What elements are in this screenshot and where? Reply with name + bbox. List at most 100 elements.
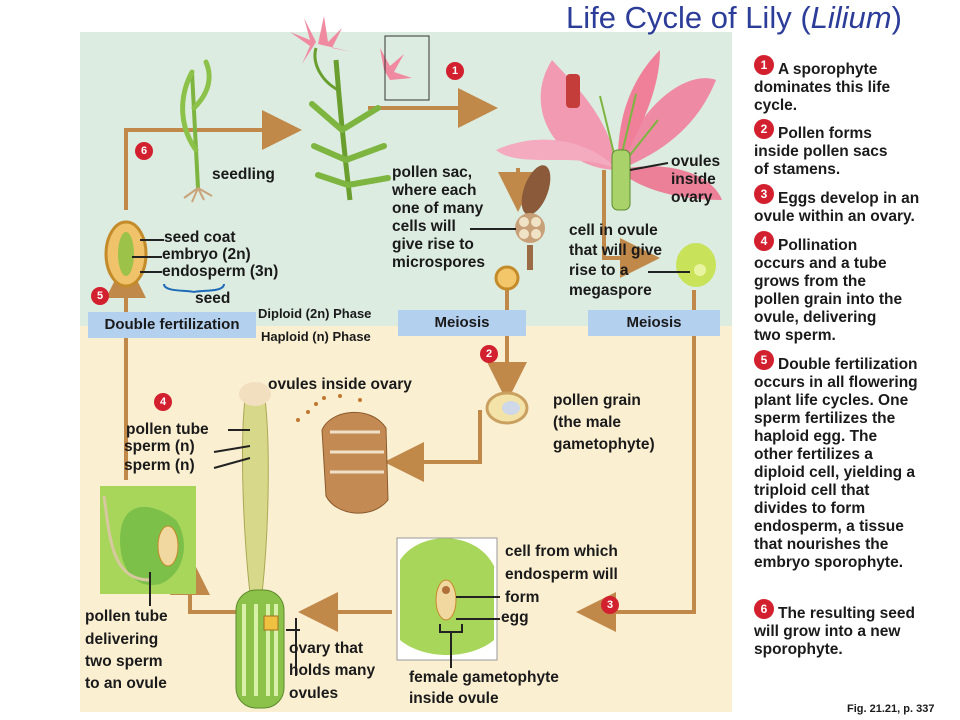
label-pollen-sac-6: microspores bbox=[392, 254, 486, 271]
label-sperm-2: sperm (n) bbox=[124, 457, 195, 474]
step-6-line-3: sporophyte. bbox=[754, 641, 843, 658]
step-1-line-3: cycle. bbox=[754, 97, 798, 114]
step-5-line-5: haploid egg. The bbox=[754, 428, 878, 445]
step-1-line-1: A sporophyte bbox=[778, 61, 878, 78]
ovary-section-illustration bbox=[296, 394, 389, 514]
badge-1: 1 bbox=[446, 62, 464, 80]
label-cell-ovule-1: cell in ovule bbox=[569, 222, 658, 239]
haploid-phase-label: Haploid (n) Phase bbox=[261, 329, 371, 344]
label-sperm-1: sperm (n) bbox=[124, 438, 195, 455]
arrow-pollen-to-pistil bbox=[384, 410, 482, 482]
step-5-line-7: diploid cell, yielding a bbox=[754, 464, 916, 481]
label-pollen-grain-1: pollen grain bbox=[553, 392, 641, 409]
step-5-badge: 5 bbox=[754, 350, 774, 370]
step-4-badge: 4 bbox=[754, 231, 774, 251]
step-4-line-5: ovule, delivering bbox=[754, 309, 877, 326]
badge-2: 2 bbox=[480, 345, 498, 363]
label-tube-delivering-3: two sperm bbox=[85, 653, 163, 670]
arrow-seedling-to-plant bbox=[124, 110, 302, 210]
label-ovules-2: inside bbox=[671, 171, 716, 188]
step-5-line-12: embryo sporophyte. bbox=[754, 554, 903, 571]
step-5-line-9: divides to form bbox=[754, 500, 866, 517]
label-pollen-tube: pollen tube bbox=[126, 421, 209, 438]
arrow-flower-to-ovule bbox=[602, 170, 660, 278]
label-tube-delivering-2: delivering bbox=[85, 631, 159, 648]
step-5-line-6: other fertilizes a bbox=[754, 446, 873, 463]
step-2-badge: 2 bbox=[754, 119, 774, 139]
page-title: Life Cycle of Lily (Lilium) bbox=[566, 0, 902, 35]
step-3-badge: 3 bbox=[754, 184, 774, 204]
arrow-ovule-down bbox=[576, 290, 696, 632]
step-6-line-2: will grow into a new bbox=[754, 623, 901, 640]
lily-flower-illustration bbox=[496, 50, 722, 211]
lily-plant-illustration bbox=[290, 16, 430, 201]
step-4-line-1: Pollination bbox=[778, 237, 858, 254]
label-tube-delivering-1: pollen tube bbox=[85, 608, 168, 625]
label-pollen-sac-3: one of many bbox=[392, 200, 484, 217]
label-pollen-grain-3: gametophyte) bbox=[553, 436, 655, 453]
fertilization-ovule-illustration bbox=[100, 486, 196, 606]
label-cell-ovule-3: rise to a bbox=[569, 262, 629, 279]
stamen-illustration bbox=[470, 165, 551, 291]
label-cell-ovule-4: megaspore bbox=[569, 282, 652, 299]
figure-reference: Fig. 21.21, p. 337 bbox=[847, 703, 935, 715]
female-gametophyte-illustration bbox=[396, 537, 500, 668]
arrow-ovary-to-fertilization bbox=[170, 555, 238, 614]
step-2-text: 2 Pollen forms inside pollen sacs of sta… bbox=[754, 119, 954, 179]
pistil-illustration bbox=[213, 382, 271, 595]
label-embryo: embryo (2n) bbox=[162, 246, 251, 263]
seedling-illustration bbox=[180, 59, 213, 203]
label-pollen-sac-4: cells will bbox=[392, 218, 456, 235]
step-2-line-3: of stamens. bbox=[754, 161, 841, 178]
label-seedling: seedling bbox=[212, 166, 275, 183]
label-cell-endosperm-1: cell from which bbox=[505, 543, 618, 560]
step-5-text: 5 Double fertilization occurs in all flo… bbox=[754, 350, 954, 572]
step-4-text: 4 Pollination occurs and a tube grows fr… bbox=[754, 231, 954, 345]
step-2-line-1: Pollen forms bbox=[778, 125, 872, 142]
step-1-line-2: dominates this life bbox=[754, 79, 891, 96]
step-4-line-6: two sperm. bbox=[754, 327, 836, 344]
label-pollen-grain-2: (the male bbox=[553, 414, 622, 431]
label-ovules-1: ovules bbox=[671, 153, 721, 170]
ovule-illustration bbox=[648, 243, 716, 287]
pollen-grain-illustration bbox=[485, 391, 529, 425]
label-ovary-holds-3: ovules bbox=[289, 685, 339, 702]
step-3-text: 3 Eggs develop in an ovule within an ova… bbox=[754, 184, 954, 226]
diploid-phase-label: Diploid (2n) Phase bbox=[258, 306, 372, 321]
label-cell-endosperm-2: endosperm will bbox=[505, 566, 618, 583]
label-ovules-inside-ovary: ovules inside ovary bbox=[268, 376, 412, 393]
step-5-line-10: endosperm, a tissue bbox=[754, 518, 904, 535]
badge-5: 5 bbox=[91, 287, 109, 305]
label-ovary-holds-2: holds many bbox=[289, 662, 376, 679]
ovary-many-ovules-illustration bbox=[235, 589, 300, 709]
step-4-line-2: occurs and a tube bbox=[754, 255, 887, 272]
label-pollen-sac-1: pollen sac, bbox=[392, 164, 473, 181]
label-ovary-holds-1: ovary that bbox=[289, 640, 364, 657]
step-3-line-2: ovule within an ovary. bbox=[754, 208, 915, 225]
step-5-line-11: that nourishes the bbox=[754, 536, 889, 553]
double-fertilization-box: Double fertilization bbox=[88, 312, 256, 338]
label-seed-coat: seed coat bbox=[164, 229, 236, 246]
step-5-line-3: plant life cycles. One bbox=[754, 392, 909, 409]
label-pollen-sac-2: where each bbox=[392, 182, 477, 199]
meiosis-box-left: Meiosis bbox=[398, 310, 526, 336]
label-female-gametophyte-1: female gametophyte bbox=[409, 669, 559, 686]
step-5-line-2: occurs in all flowering bbox=[754, 374, 918, 391]
step-1-badge: 1 bbox=[754, 55, 774, 75]
label-cell-ovule-2: that will give bbox=[569, 242, 663, 259]
label-ovules-3: ovary bbox=[671, 189, 713, 206]
meiosis-box-right: Meiosis bbox=[588, 310, 720, 336]
label-endosperm: endosperm (3n) bbox=[162, 263, 279, 280]
step-3-line-1: Eggs develop in an bbox=[778, 190, 920, 207]
seed-illustration bbox=[104, 220, 225, 293]
step-2-line-2: inside pollen sacs bbox=[754, 143, 888, 160]
step-6-line-1: The resulting seed bbox=[778, 605, 915, 622]
label-female-gametophyte-2: inside ovule bbox=[409, 690, 499, 707]
step-6-text: 6 The resulting seed will grow into a ne… bbox=[754, 599, 954, 659]
step-4-line-4: pollen grain into the bbox=[754, 291, 903, 308]
step-1-text: 1 A sporophyte dominates this life cycle… bbox=[754, 55, 954, 115]
label-seed: seed bbox=[195, 290, 231, 307]
badge-6: 6 bbox=[135, 142, 153, 160]
label-tube-delivering-4: to an ovule bbox=[85, 675, 167, 692]
